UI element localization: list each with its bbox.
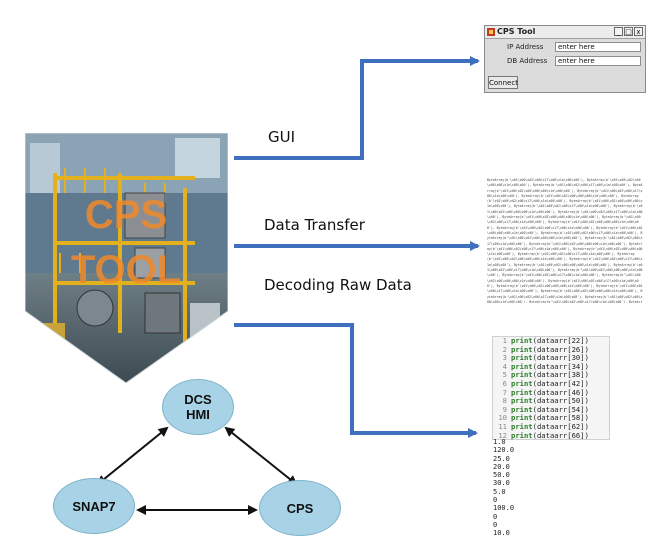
cps-tool-window: CPS Tool _ □ x IP Address enter here DB … [484,25,646,93]
close-button[interactable]: x [634,27,643,36]
keyword-print: print [511,344,533,354]
code-arg: (dataarr[54]) [532,404,589,414]
output-value: 0 [493,496,498,505]
code-arg: (dataarr[62]) [532,421,589,431]
code-arg: (dataarr[34]) [532,361,589,371]
code-arg: (dataarr[58]) [532,413,589,423]
line-number: 10 [498,413,507,423]
code-line: 1 print(dataarr[22]) [493,336,609,346]
node-snap7-label: SNAP7 [72,498,116,514]
output-value: 100.0 [493,504,515,513]
code-line: 8 print(dataarr[50]) [493,396,609,406]
overlay-text-cps: CPS [85,193,167,237]
line-number: 3 [502,353,507,363]
keyword-print: print [511,404,533,414]
code-arg: (dataarr[22]) [532,336,589,345]
line-number: 5 [502,370,507,380]
keyword-print: print [511,387,533,397]
code-arg: (dataarr[66]) [532,430,589,440]
code-line: 5 print(dataarr[38]) [493,371,609,380]
keyword-print: print [511,430,533,440]
output-value: 5.0 [493,487,506,496]
code-line: 2 print(dataarr[26]) [493,344,609,355]
app-icon [487,28,495,36]
code-arg: (dataarr[42]) [532,378,589,388]
output-value: 20.0 [493,462,510,471]
link-dcs-cps [224,426,298,486]
output-value: 0 [493,512,498,521]
code-line: 10 print(dataarr[58]) [493,414,609,423]
output-value: 120.0 [493,446,515,455]
window-titlebar[interactable]: CPS Tool _ □ x [485,26,645,39]
code-line: 4 print(dataarr[34]) [493,361,609,372]
arrow-gui [234,56,480,160]
keyword-print: print [511,396,533,406]
db-address-label: DB Address [507,57,548,65]
connect-button[interactable]: Connect [488,76,518,89]
node-dcs-label: DCS [184,392,212,407]
code-line: 6 print(dataarr[42]) [493,378,609,389]
label-decoding-raw-data: Decoding Raw Data [264,276,412,294]
keyword-print: print [511,378,533,388]
link-dcs-snap7 [96,426,169,486]
code-line: 11 print(dataarr[62]) [493,421,609,432]
minimize-button[interactable]: _ [614,27,623,36]
node-cps-label: CPS [286,500,314,516]
output-value: 50.0 [493,471,510,480]
output-value: 30.0 [493,479,510,488]
label-data-transfer: Data Transfer [264,216,365,234]
line-number: 9 [502,404,507,414]
line-number: 7 [502,387,507,397]
code-line: 12 print(dataarr[66]) [493,430,609,441]
code-arg: (dataarr[46]) [532,387,589,397]
line-number: 4 [502,361,507,371]
line-number: 1 [502,336,507,345]
keyword-print: print [511,361,533,371]
maximize-button[interactable]: □ [624,27,633,36]
overlay-text-tool: TOOL [71,248,181,292]
code-arg: (dataarr[30]) [532,353,589,363]
output-value: 0 [493,520,498,529]
line-number: 8 [502,396,507,406]
keyword-print: print [511,370,533,380]
keyword-print: print [511,421,533,431]
keyword-print: print [511,353,533,363]
code-arg: (dataarr[50]) [532,396,589,406]
label-gui: GUI [268,128,296,146]
code-arg: (dataarr[38]) [532,370,589,380]
line-number: 2 [502,344,507,354]
node-hmi-label: HMI [186,407,210,422]
line-number: 11 [498,421,507,431]
code-line: 9 print(dataarr[54]) [493,404,609,415]
output-value: 10.0 [493,529,510,538]
window-title: CPS Tool [497,27,536,36]
output-value: 1.0 [493,438,506,446]
raw-data-dump: ByteArray(b'\x01\x00\x02\x00\x17\x00\x1a… [487,178,643,303]
ip-address-input[interactable]: enter here [555,42,641,52]
node-snap7: SNAP7 [53,478,135,534]
db-address-input[interactable]: enter here [555,56,641,66]
code-line: 7 print(dataarr[46]) [493,387,609,398]
line-number: 6 [502,378,507,388]
output-value: 25.0 [493,454,510,463]
cps-tool-plant-image: CPS TOOL [25,133,228,383]
arrow-decoding [234,323,478,438]
keyword-print: print [511,413,533,423]
code-arg: (dataarr[26]) [532,344,589,354]
ip-address-label: IP Address [507,43,544,51]
line-number: 12 [498,430,507,440]
code-line: 3 print(dataarr[30]) [493,353,609,363]
node-cps: CPS [259,480,341,536]
keyword-print: print [511,336,533,345]
